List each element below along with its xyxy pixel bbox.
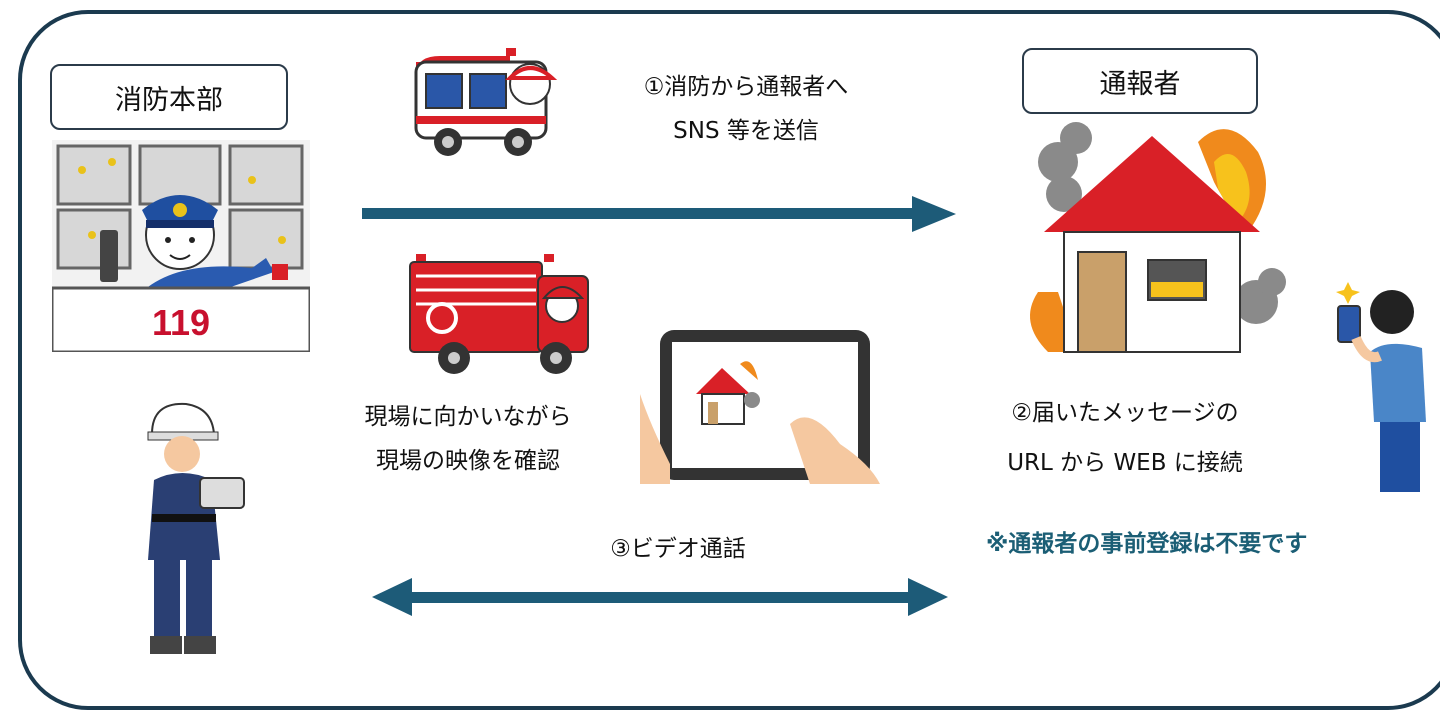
enroute-line1: 現場に向かいながら	[364, 404, 572, 430]
step3-text: ③ビデオ通話	[610, 536, 746, 562]
dispatch-center-illustration: 119	[52, 140, 310, 352]
enroute-line2: 現場の映像を確認	[376, 447, 560, 474]
step2-line1: ②届いたメッセージの	[1011, 400, 1239, 426]
burning-house-illustration	[1030, 122, 1286, 353]
enroute-text: 現場に向かいながら 現場の映像を確認	[318, 404, 618, 475]
step1-line2: SNS 等を送信	[673, 117, 819, 144]
step2-text: ②届いたメッセージの URL から WEB に接続	[960, 400, 1290, 477]
arrow-video-call	[372, 578, 948, 616]
firefighter-illustration	[147, 402, 245, 654]
step1-line1: ①消防から通報者へ	[643, 74, 849, 100]
fire-engine-illustration	[409, 254, 589, 374]
console-number: 119	[152, 302, 210, 343]
hq-label: 消防本部	[50, 64, 288, 130]
note-text: ※通報者の事前登録は不要です	[986, 531, 1308, 557]
step2-line2: URL から WEB に接続	[1007, 449, 1243, 476]
tablet-illustration	[640, 330, 880, 484]
ambulance-illustration	[414, 48, 558, 156]
caller-label: 通報者	[1022, 48, 1258, 114]
arrow-to-caller	[362, 196, 956, 232]
step1-text: ①消防から通報者へ SNS 等を送信	[596, 74, 896, 145]
caller-person-illustration	[1336, 282, 1426, 492]
